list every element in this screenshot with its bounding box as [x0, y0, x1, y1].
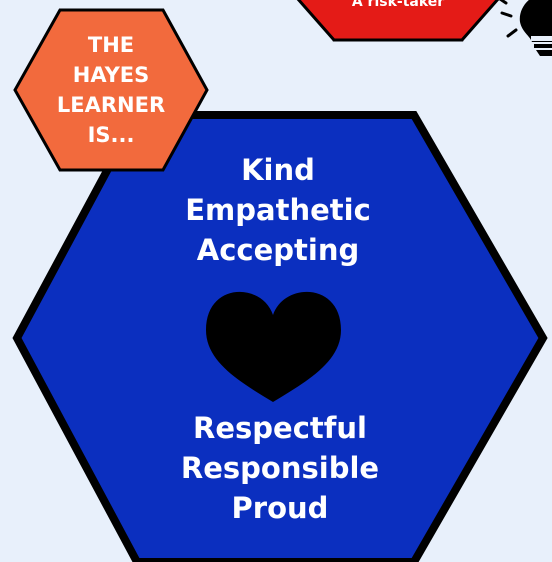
red-hexagon-label: A risk-taker	[352, 0, 444, 10]
word-empathetic: Empathetic	[185, 193, 371, 227]
word-kind: Kind	[241, 153, 315, 187]
badge-line-learner: LEARNER	[57, 93, 165, 117]
red-hexagon-bottom	[296, 0, 500, 42]
lightbulb-icon	[498, 0, 552, 56]
word-proud: Proud	[232, 491, 329, 525]
badge-line-the: THE	[88, 33, 134, 57]
heart-icon	[206, 291, 341, 402]
badge-hexagon	[13, 8, 209, 172]
word-accepting: Accepting	[197, 233, 359, 267]
badge-line-is: IS...	[88, 123, 135, 147]
word-respectful: Respectful	[193, 411, 367, 445]
word-responsible: Responsible	[181, 451, 379, 485]
badge-line-hayes: HAYES	[73, 63, 150, 87]
